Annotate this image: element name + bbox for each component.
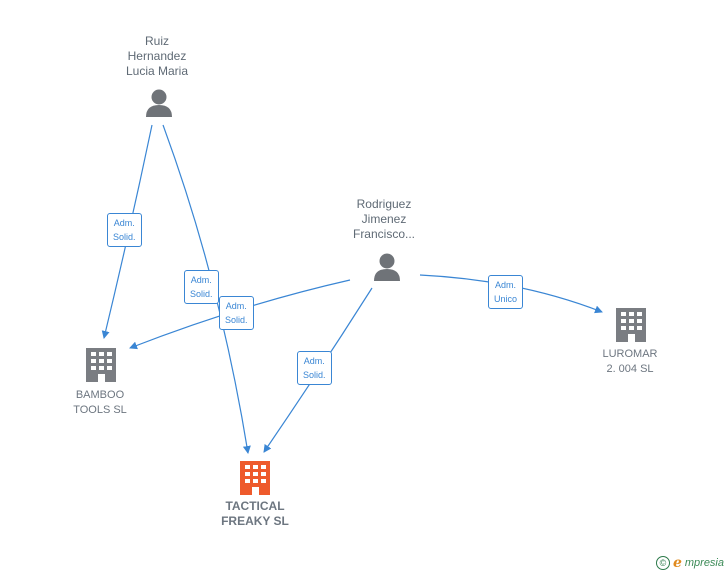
person-icon[interactable] [374, 253, 400, 282]
edge-label-ruiz-tactical: Adm. Solid. [184, 270, 219, 304]
building-icon[interactable] [616, 308, 646, 342]
brand-logo-initial: e [672, 555, 682, 571]
edge-label-rodriguez-bamboo: Adm. Solid. [219, 296, 254, 330]
building-icon[interactable] [240, 461, 270, 495]
copyright-icon: © [655, 556, 670, 570]
building-icon[interactable] [86, 348, 116, 382]
edge-label-rodriguez-luromar: Adm. Unico [488, 275, 524, 309]
person-icon[interactable] [146, 89, 172, 118]
node-label-luromar[interactable]: LUROMAR 2. 004 SL [602, 348, 658, 375]
node-label-rodriguez[interactable]: Rodriguez Jimenez Francisco... [352, 197, 415, 241]
edge-label-ruiz-bamboo: Adm. Solid. [107, 213, 142, 247]
node-label-ruiz[interactable]: Ruiz Hernandez Lucia Maria [125, 34, 189, 78]
edge-label-rodriguez-tactical: Adm. Solid. [297, 351, 332, 385]
brand-logo-text: mpresia [684, 557, 724, 569]
node-label-bamboo[interactable]: BAMBOO TOOLS SL [73, 389, 127, 416]
node-label-tactical[interactable]: TACTICAL FREAKY SL [221, 499, 289, 528]
